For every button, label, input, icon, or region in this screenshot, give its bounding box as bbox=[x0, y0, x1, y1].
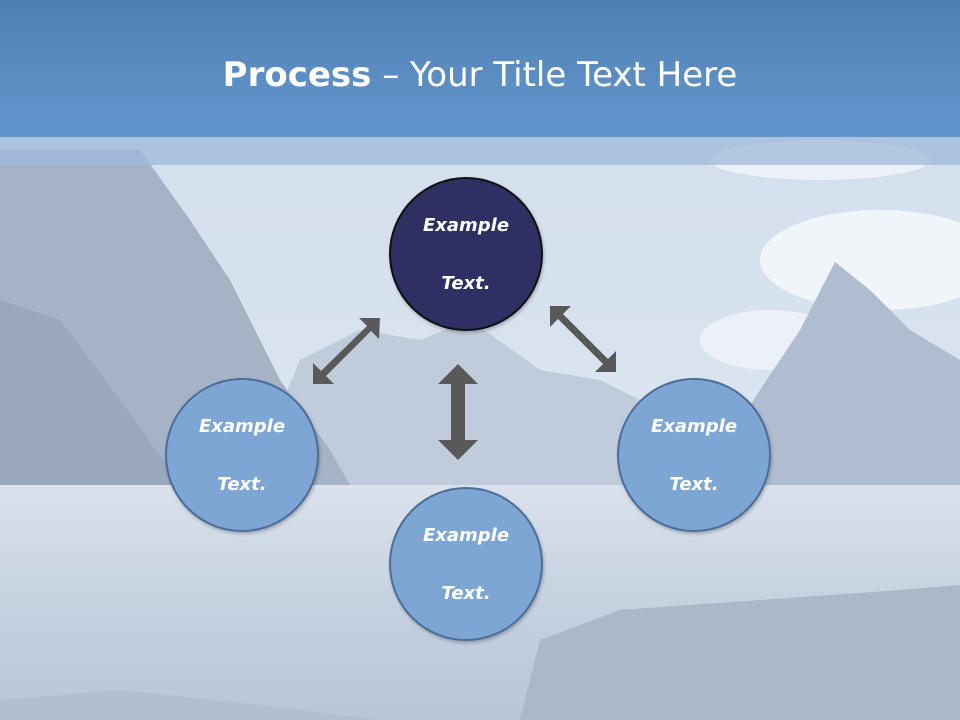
node-label-line2: Text. bbox=[217, 473, 267, 495]
slide-title: Process – Your Title Text Here bbox=[0, 52, 960, 98]
node-label-line2: Text. bbox=[441, 272, 491, 294]
node-label-line1: Example bbox=[422, 214, 510, 236]
node-label-line1: Example bbox=[198, 415, 286, 437]
double-arrow-vertical bbox=[438, 364, 478, 460]
double-arrow-top-right bbox=[550, 306, 616, 372]
left-cliff-shade bbox=[0, 300, 180, 485]
slide-title-separator: – bbox=[371, 55, 411, 95]
node-label-line1: Example bbox=[650, 415, 738, 437]
shore-grass-left bbox=[0, 690, 380, 720]
double-arrow-top-left bbox=[313, 318, 380, 384]
slide-title-bold: Process bbox=[222, 55, 372, 95]
node-label-line2: Text. bbox=[441, 582, 491, 604]
cloud bbox=[760, 210, 960, 310]
node-label-line1: Example bbox=[422, 524, 510, 546]
slide-title-rest: Your Title Text Here bbox=[410, 55, 738, 95]
title-bar-band bbox=[0, 137, 960, 165]
title-bar bbox=[0, 0, 960, 137]
node-label-line2: Text. bbox=[669, 473, 719, 495]
shore-grass bbox=[520, 585, 960, 720]
far-mountains bbox=[250, 320, 720, 485]
